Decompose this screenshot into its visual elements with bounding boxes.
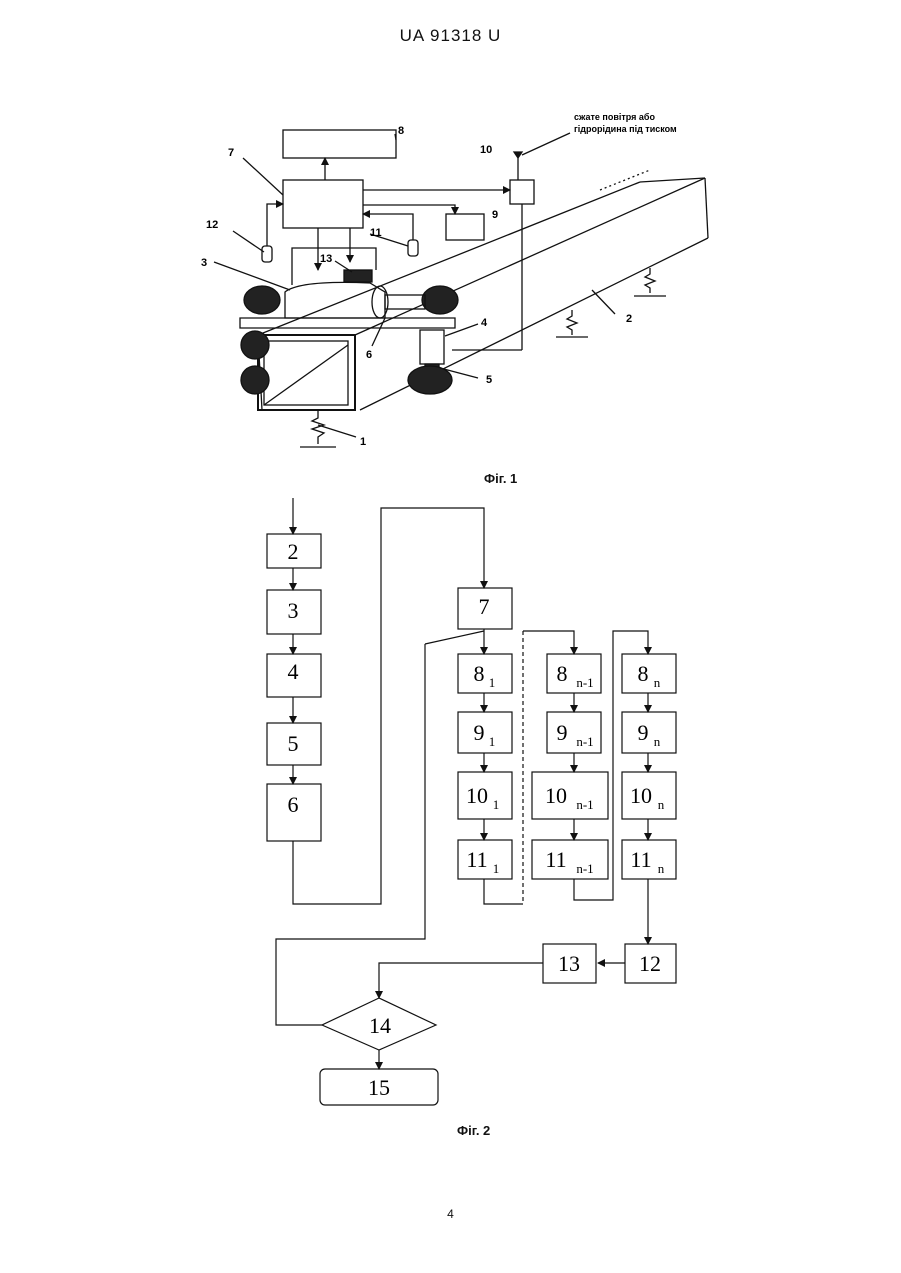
figure-1-drawing <box>214 130 708 447</box>
fc-block-7-label: 7 <box>479 594 490 619</box>
fc-block-9-n-label: 9 <box>638 720 649 745</box>
fig1-sensor-12 <box>262 246 272 262</box>
fig1-label-10: 10 <box>480 144 492 156</box>
fig1-label-7: 7 <box>228 147 234 159</box>
fc-block-10-1-sub: 1 <box>493 797 500 812</box>
fc-terminal-15-label: 15 <box>368 1075 390 1100</box>
fc-block-10-1-label: 10 <box>466 783 488 808</box>
fc-block-9-1-sub: 1 <box>489 734 496 749</box>
fig1-block-7 <box>283 180 363 228</box>
fig1-label-11: 11 <box>370 227 382 239</box>
fig1-label-2: 2 <box>626 313 632 325</box>
fc-block-11-n-sub: n <box>658 861 665 876</box>
fig1-label-8: 8 <box>398 125 404 137</box>
figure-1-labels: сжате повітря або гідрорідина під тиском… <box>201 112 677 448</box>
fc-block-11-n1-sub: n-1 <box>576 861 593 876</box>
fig1-label-4: 4 <box>481 317 488 329</box>
fc-block-9-n1-sub: n-1 <box>576 734 593 749</box>
fig1-note-line2: гідрорідина під тиском <box>574 124 677 134</box>
fc-block-6-label: 6 <box>288 792 299 817</box>
fig1-label-3: 3 <box>201 257 207 269</box>
fig1-label-5: 5 <box>486 374 492 386</box>
fc-block-8-n-sub: n <box>654 675 661 690</box>
fig1-block-9 <box>446 214 484 240</box>
fig1-label-12: 12 <box>206 219 218 231</box>
fc-block-10-n1-sub: n-1 <box>576 797 593 812</box>
fc-block-10-n-label: 10 <box>630 783 652 808</box>
fig1-block-10 <box>510 180 534 204</box>
fc-block-8-n1-label: 8 <box>557 661 568 686</box>
fc-block-9-n-sub: n <box>654 734 661 749</box>
figure-1-caption: Фіг. 1 <box>484 471 517 486</box>
fc-block-11-n1-label: 11 <box>545 847 566 872</box>
page-number: 4 <box>0 1207 901 1221</box>
fc-block-9-1-label: 9 <box>474 720 485 745</box>
fc-decision-14-label: 14 <box>369 1013 391 1038</box>
fc-block-9-n1-label: 9 <box>557 720 568 745</box>
fc-block-8-n-label: 8 <box>638 661 649 686</box>
fc-block-3-label: 3 <box>288 598 299 623</box>
fig1-sensor-11 <box>408 240 418 256</box>
fc-block-12-label: 12 <box>639 951 661 976</box>
fc-block-5-label: 5 <box>288 731 299 756</box>
fig1-label-1: 1 <box>360 436 366 448</box>
fig1-note-line1: сжате повітря або <box>574 112 655 122</box>
fig1-label-6: 6 <box>366 349 372 361</box>
fc-block-4-label: 4 <box>288 659 299 684</box>
fc-block-2-label: 2 <box>288 539 299 564</box>
fc-block-11-1-label: 11 <box>466 847 487 872</box>
fc-block-13-label: 13 <box>558 951 580 976</box>
fig1-label-13: 13 <box>320 253 332 265</box>
fc-block-8-1-sub: 1 <box>489 675 496 690</box>
fc-block-11-n-label: 11 <box>630 847 651 872</box>
fc-block-8-n1-sub: n-1 <box>576 675 593 690</box>
figure-2-caption: Фіг. 2 <box>457 1123 490 1138</box>
fig1-block-8 <box>283 130 396 158</box>
fig1-label-9: 9 <box>492 209 498 221</box>
fc-block-10-n1-label: 10 <box>545 783 567 808</box>
fc-block-10-n-sub: n <box>658 797 665 812</box>
fc-block-11-1-sub: 1 <box>493 861 500 876</box>
fc-block-8-1-label: 8 <box>474 661 485 686</box>
